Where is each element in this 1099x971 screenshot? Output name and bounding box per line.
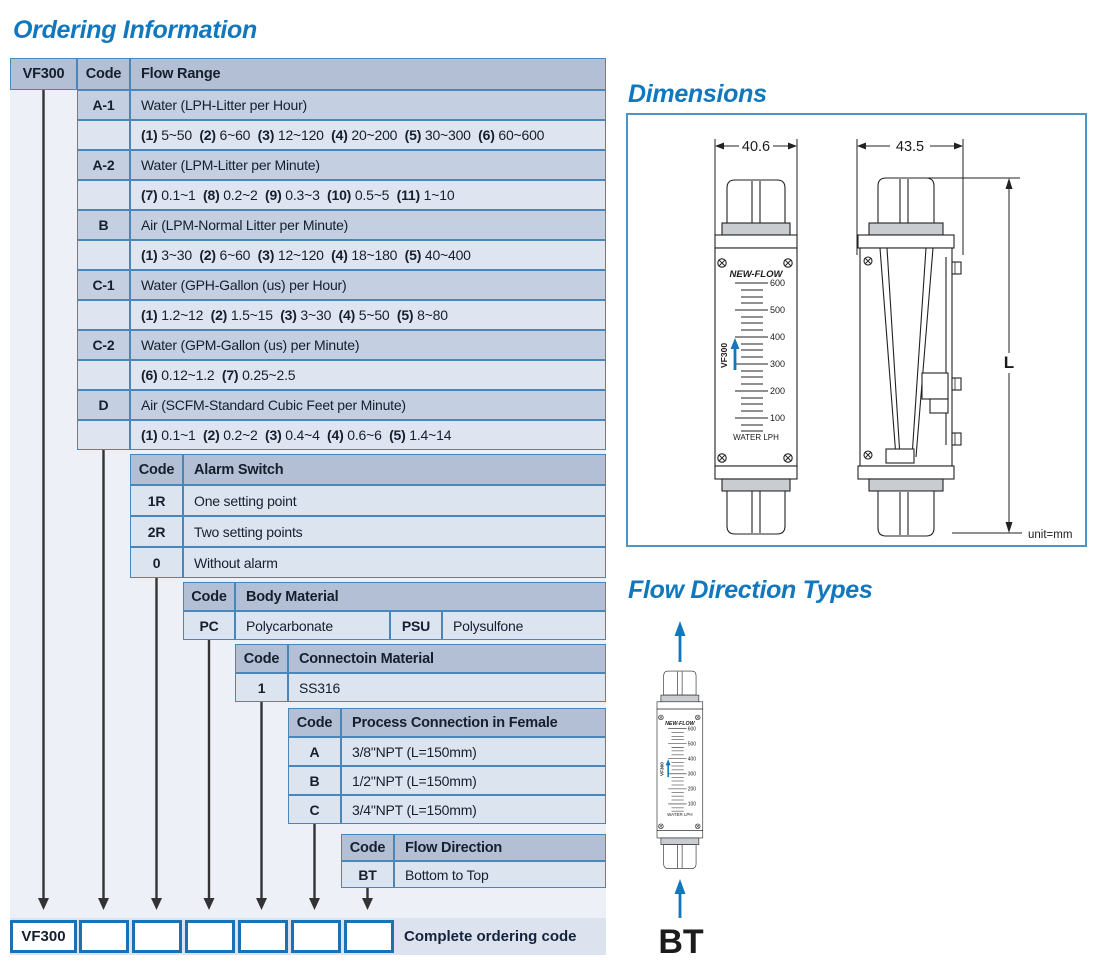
flow-up-arrow-bottom-icon: [674, 879, 686, 918]
empty-code-cell: [77, 420, 130, 450]
dimensions-drawing: NEW-FLOW 600 500 400 300 200 100 VF300: [714, 139, 1072, 541]
body-material-code-cell: PC: [183, 611, 235, 640]
dimension-lines: [714, 139, 1022, 534]
flow-desc-cell: Water (LPH-Litter per Hour): [130, 90, 606, 120]
flow-up-arrow-top-icon: [674, 621, 686, 662]
body-material-code-header: Code: [183, 582, 235, 611]
flow-direction-title-header: Flow Direction: [394, 834, 606, 861]
ordering-code-box: [79, 920, 129, 953]
process-connection-desc-cell: 1/2"NPT (L=150mm): [341, 766, 606, 795]
flow-values-cell: (1) 5~50 (2) 6~60 (3) 12~120 (4) 20~200 …: [130, 120, 606, 150]
process-connection-code-cell: A: [288, 737, 341, 766]
flow-meter-small: [656, 670, 704, 869]
flow-values-cell: (7) 0.1~1 (8) 0.2~2 (9) 0.3~3 (10) 0.5~5…: [130, 180, 606, 210]
connection-material-code-header: Code: [235, 644, 288, 673]
unit-note: unit=mm: [1028, 529, 1072, 541]
complete-code-label: Complete ordering code: [404, 928, 577, 945]
process-connection-desc-cell: 3/8"NPT (L=150mm): [341, 737, 606, 766]
alarm-code-cell: 1R: [130, 485, 183, 516]
ordering-code-box: [132, 920, 182, 953]
body-material-desc-cell: Polysulfone: [442, 611, 606, 640]
body-material-desc-cell: Polycarbonate: [235, 611, 390, 640]
side-width-dimension: 43.5: [896, 139, 924, 155]
ordering-title: Ordering Information: [13, 16, 258, 44]
process-connection-desc-cell: 3/4"NPT (L=150mm): [341, 795, 606, 824]
flow-desc-cell: Air (SCFM-Standard Cubic Feet per Minute…: [130, 390, 606, 420]
flow-direction-code-header: Code: [341, 834, 394, 861]
alarm-title-header: Alarm Switch: [183, 454, 606, 485]
main-table-code-header: Code: [77, 58, 130, 90]
ordering-code-box: [344, 920, 394, 953]
flow-direction-code-cell: BT: [341, 861, 394, 888]
flow-desc-cell: Water (GPH-Gallon (us) per Hour): [130, 270, 606, 300]
main-table-flow-header: Flow Range: [130, 58, 606, 90]
flow-values-cell: (6) 0.12~1.2 (7) 0.25~2.5: [130, 360, 606, 390]
process-connection-code-header: Code: [288, 708, 341, 737]
flow-code-cell: A-1: [77, 90, 130, 120]
connection-material-desc-cell: SS316: [288, 673, 606, 702]
process-connection-title-header: Process Connection in Female: [341, 708, 606, 737]
empty-code-cell: [77, 300, 130, 330]
main-table-model-header: VF300: [10, 58, 77, 90]
alarm-bolt-icon: [951, 377, 962, 391]
length-dimension-label: L: [1004, 353, 1014, 372]
dimensions-title: Dimensions: [628, 80, 767, 108]
empty-code-cell: [77, 360, 130, 390]
front-width-dimension: 40.6: [742, 139, 770, 155]
flow-code-cell: B: [77, 210, 130, 240]
screw-icon: [863, 256, 873, 266]
ordering-code-box: [238, 920, 288, 953]
alarm-code-cell: 0: [130, 547, 183, 578]
process-connection-code-cell: B: [288, 766, 341, 795]
flow-types-title: Flow Direction Types: [628, 576, 873, 604]
flow-values-cell: (1) 0.1~1 (2) 0.2~2 (3) 0.4~4 (4) 0.6~6 …: [130, 420, 606, 450]
flow-code-cell: A-2: [77, 150, 130, 180]
flow-direction-diagram: BT: [656, 621, 704, 961]
flow-direction-desc-cell: Bottom to Top: [394, 861, 606, 888]
screw-icon: [863, 450, 873, 460]
body-material-title-header: Body Material: [235, 582, 606, 611]
flow-code-cell: C-1: [77, 270, 130, 300]
empty-code-cell: [77, 180, 130, 210]
alarm-code-cell: 2R: [130, 516, 183, 547]
alarm-bolt-icon: [951, 432, 962, 446]
body-material-code-cell: PSU: [390, 611, 442, 640]
flow-desc-cell: Water (LPM-Litter per Minute): [130, 150, 606, 180]
alarm-desc-cell: One setting point: [183, 485, 606, 516]
flow-code-cell: C-2: [77, 330, 130, 360]
flow-desc-cell: Water (GPM-Gallon (us) per Minute): [130, 330, 606, 360]
alarm-code-header: Code: [130, 454, 183, 485]
flow-meter-side-view: [857, 177, 962, 537]
empty-code-cell: [77, 120, 130, 150]
alarm-desc-cell: Two setting points: [183, 516, 606, 547]
flow-values-cell: (1) 1.2~12 (2) 1.5~15 (3) 3~30 (4) 5~50 …: [130, 300, 606, 330]
alarm-bolt-icon: [951, 261, 962, 275]
connection-material-title-header: Connectoin Material: [288, 644, 606, 673]
dimensions-drawing-panel: NEW-FLOW 600 500 400 300 200 100 VF300: [626, 113, 1087, 547]
flow-values-cell: (1) 3~30 (2) 6~60 (3) 12~120 (4) 18~180 …: [130, 240, 606, 270]
connection-material-code-cell: 1: [235, 673, 288, 702]
empty-code-cell: [77, 240, 130, 270]
ordering-code-box: [291, 920, 341, 953]
flow-desc-cell: Air (LPM-Normal Litter per Minute): [130, 210, 606, 240]
ordering-code-box: [185, 920, 235, 953]
alarm-desc-cell: Without alarm: [183, 547, 606, 578]
flow-type-code: BT: [658, 923, 704, 961]
flow-code-cell: D: [77, 390, 130, 420]
flow-meter-front-view: [714, 179, 798, 535]
process-connection-code-cell: C: [288, 795, 341, 824]
ordering-code-box-model: VF300: [10, 920, 77, 953]
